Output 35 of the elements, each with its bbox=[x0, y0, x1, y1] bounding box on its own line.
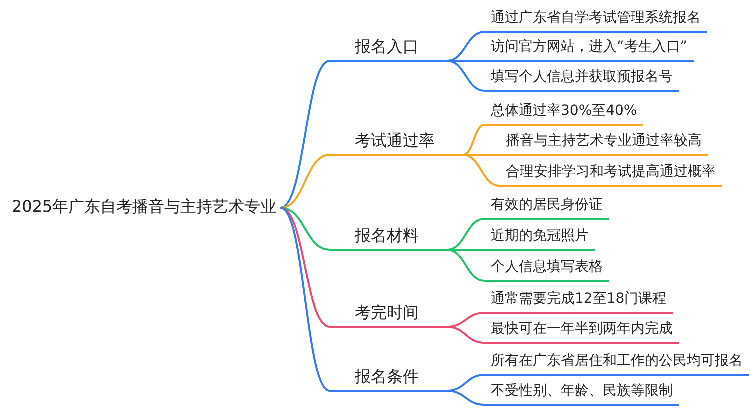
connector-line bbox=[280, 207, 331, 392]
connector-line bbox=[280, 207, 330, 328]
connector-line bbox=[280, 60, 330, 209]
leaf-topic: 所有在广东省居住和工作的公民均可报名 bbox=[485, 348, 749, 376]
connector-line bbox=[280, 154, 330, 209]
connector-line bbox=[462, 124, 486, 156]
connector-line bbox=[447, 60, 485, 62]
connector-line bbox=[446, 326, 486, 344]
leaf-topic: 有效的居民身份证 bbox=[485, 192, 609, 220]
connector-line bbox=[447, 249, 485, 251]
leaf-topic: 填写个人信息并获取预报名号 bbox=[485, 64, 679, 92]
leaf-topic: 总体通过率30%至40% bbox=[485, 98, 644, 126]
branch-topic: 报名入口 bbox=[330, 34, 447, 62]
connector-line bbox=[446, 390, 486, 406]
central-topic: 2025年广东自考播音与主持艺术专业 bbox=[8, 194, 281, 222]
connector-line bbox=[446, 60, 486, 92]
connector-line bbox=[280, 207, 330, 251]
leaf-topic: 合理安排学习和考试提高通过概率 bbox=[500, 159, 722, 187]
leaf-topic: 播音与主持艺术专业通过率较高 bbox=[500, 128, 708, 156]
connector-line bbox=[463, 154, 500, 156]
branch-topic: 考试通过率 bbox=[330, 128, 463, 156]
leaf-topic: 近期的免冠照片 bbox=[485, 223, 595, 251]
connector-line bbox=[446, 31, 486, 62]
leaf-topic: 最快可在一年半到两年内完成 bbox=[485, 316, 679, 344]
leaf-topic: 不受性别、年龄、民族等限制 bbox=[485, 378, 679, 406]
connector-line bbox=[446, 249, 486, 282]
branch-topic: 考完时间 bbox=[330, 300, 447, 328]
leaf-topic: 访问官方网站，进入“考生入口” bbox=[485, 34, 694, 62]
leaf-topic: 通常需要完成12至18门课程 bbox=[485, 286, 673, 314]
connector-line bbox=[462, 154, 500, 187]
leaf-topic: 通过广东省自学考试管理系统报名 bbox=[485, 5, 707, 33]
leaf-topic: 个人信息填写表格 bbox=[485, 254, 609, 282]
branch-topic: 报名材料 bbox=[330, 223, 447, 251]
connector-line bbox=[446, 218, 486, 251]
branch-topic: 报名条件 bbox=[330, 364, 447, 392]
